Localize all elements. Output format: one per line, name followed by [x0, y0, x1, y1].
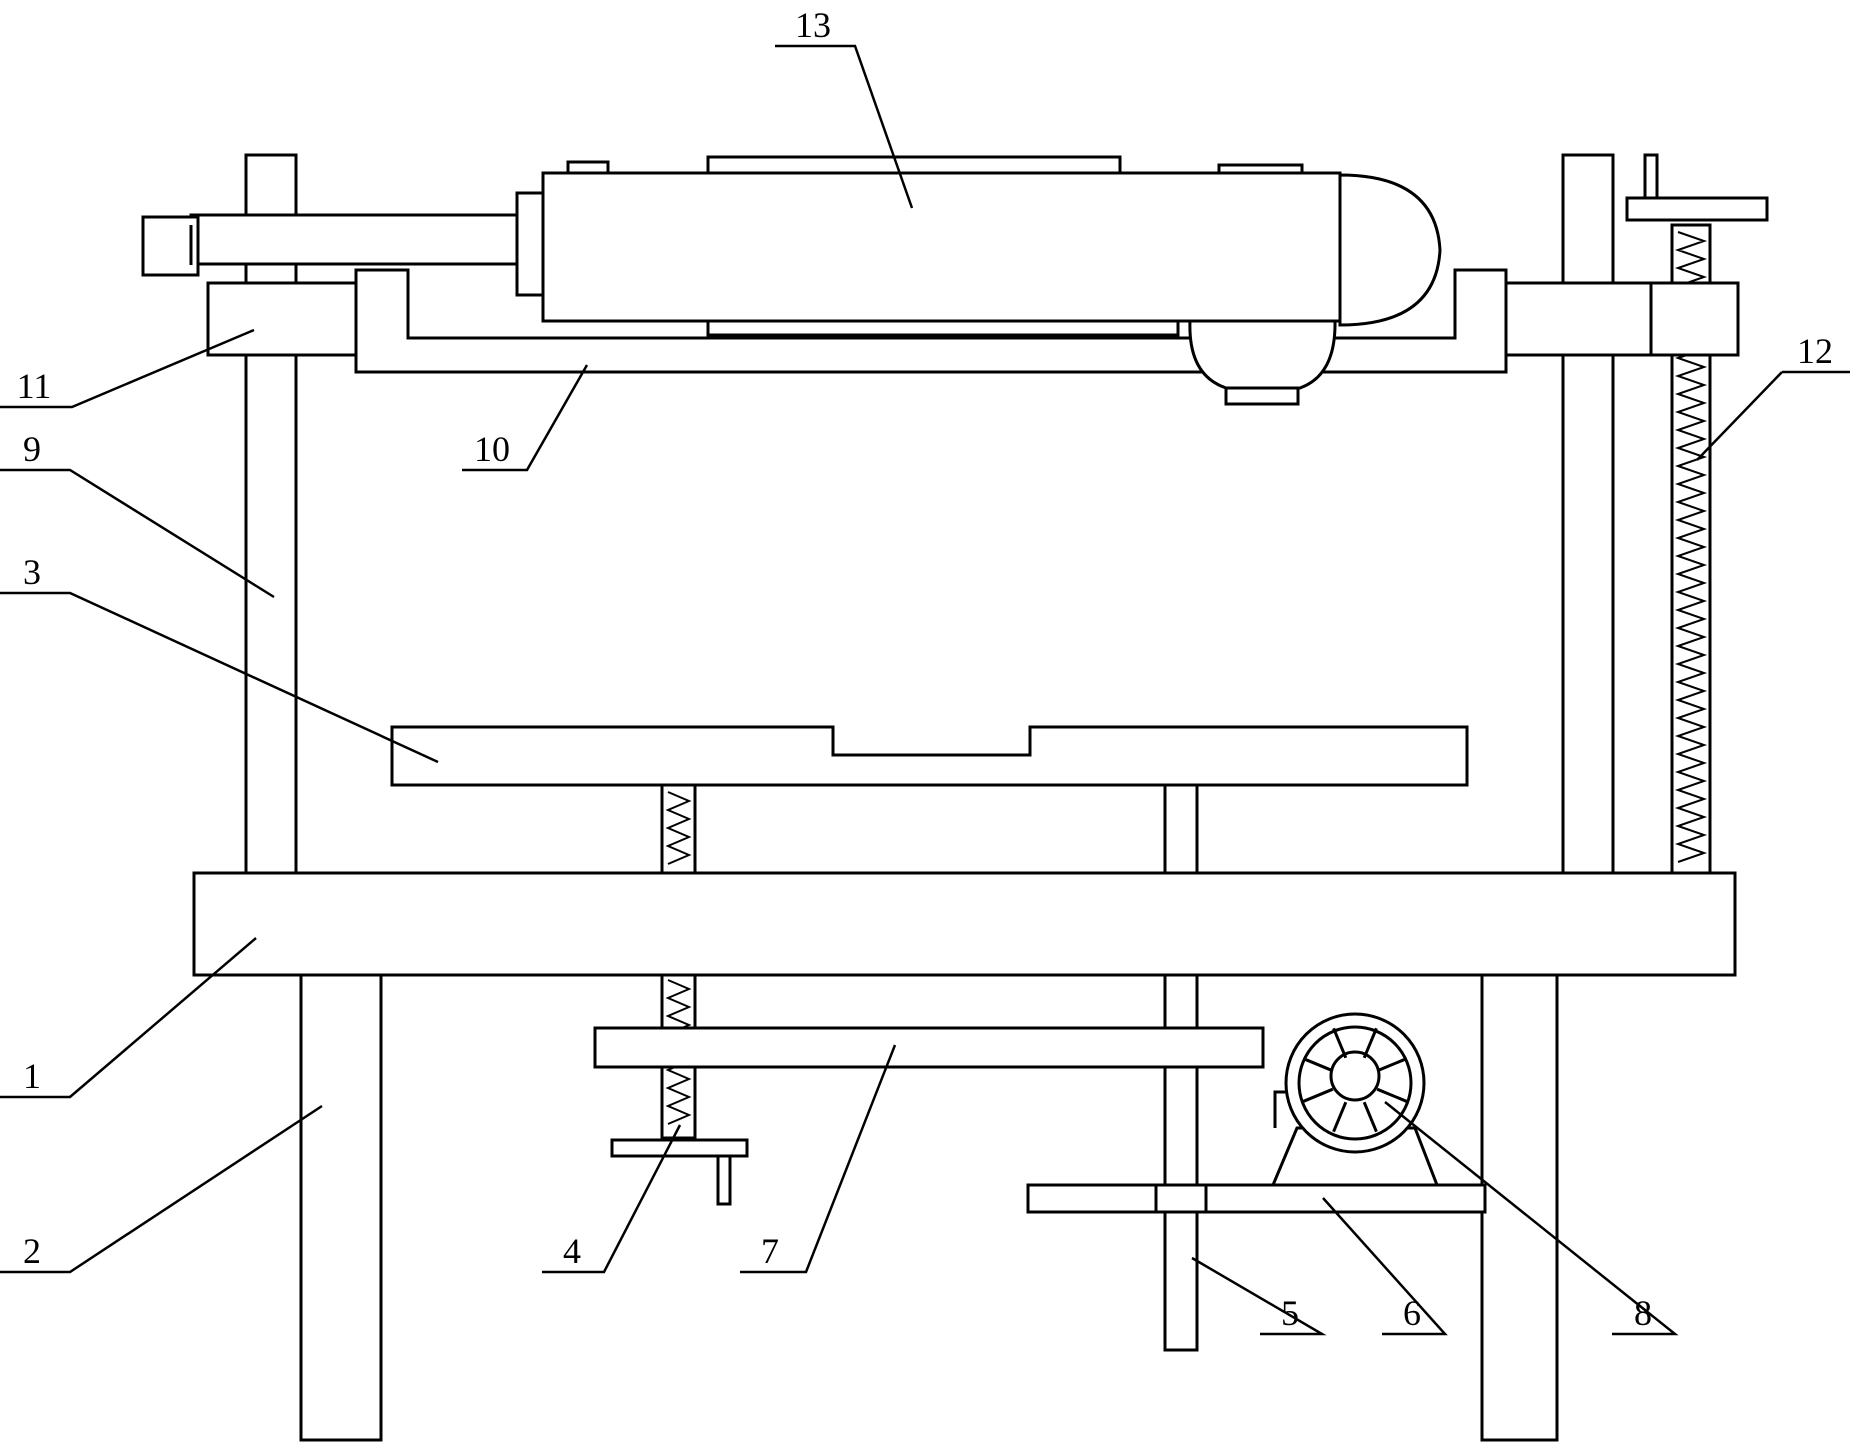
flywheel-spoke [1362, 1027, 1378, 1059]
vertical-post-right [1561, 153, 1615, 875]
flywheel-spoke [1362, 1101, 1378, 1133]
flywheel-spoke [1376, 1087, 1408, 1103]
motor-bracket [1026, 1183, 1487, 1214]
flywheel-spoke [1302, 1057, 1334, 1073]
callout-3: 3 [23, 552, 41, 592]
callout-7: 7 [761, 1231, 779, 1271]
support-leg-left [299, 973, 383, 1442]
flywheel-spoke [1302, 1087, 1334, 1103]
support-leg-right [1480, 973, 1559, 1442]
base-plate [192, 871, 1737, 977]
callout-13: 13 [795, 5, 831, 45]
work-table [390, 725, 1469, 787]
lower-screw-rod [610, 783, 749, 1206]
callout-12: 12 [1797, 331, 1833, 371]
leader-lines [0, 44, 1850, 1336]
flywheel-spoke [1376, 1057, 1408, 1073]
top-crossbeam-left [206, 281, 358, 357]
callout-6: 6 [1403, 1293, 1421, 1333]
callout-8: 8 [1634, 1293, 1652, 1333]
callout-9: 9 [23, 429, 41, 469]
flywheel-spoke [1332, 1101, 1348, 1133]
callout-2: 2 [23, 1231, 41, 1271]
right-screw-rod [1625, 153, 1769, 875]
callout-1: 1 [23, 1056, 41, 1096]
callout-11: 11 [17, 366, 52, 406]
lift-plate [593, 1026, 1265, 1069]
top-crossbeam-right [1504, 281, 1740, 357]
callout-labels: 1 2 3 9 11 10 13 12 4 7 5 6 8 [17, 5, 1833, 1333]
vertical-post-left [244, 153, 298, 875]
cutting-machine [141, 155, 1442, 406]
flywheel-spoke [1332, 1027, 1348, 1059]
drive-motor [1270, 1012, 1440, 1187]
callout-5: 5 [1281, 1293, 1299, 1333]
callout-4: 4 [563, 1231, 581, 1271]
callout-10: 10 [474, 429, 510, 469]
